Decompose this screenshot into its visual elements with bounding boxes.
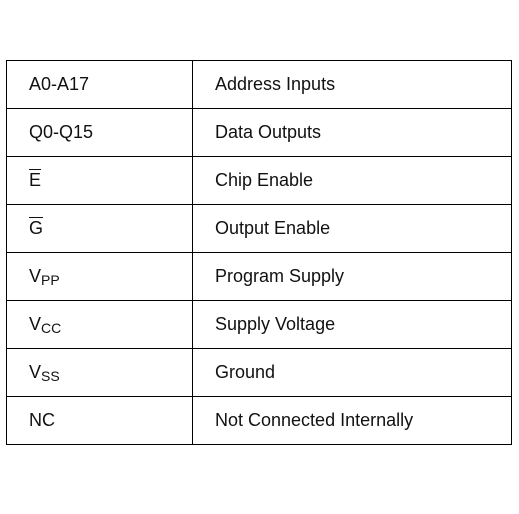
signal-name: V	[29, 314, 42, 334]
signal-description-cell: Address Inputs	[192, 60, 512, 109]
table-row: VCC Supply Voltage	[6, 300, 512, 349]
signal-name-cell: A0-A17	[6, 60, 193, 109]
signal-description: Data Outputs	[215, 122, 322, 142]
signal-description: Address Inputs	[215, 74, 336, 94]
signal-description-cell: Chip Enable	[192, 156, 512, 205]
signal-description-cell: Not Connected Internally	[192, 396, 512, 445]
signal-description-cell: Supply Voltage	[192, 300, 512, 349]
signal-name-subscript: PP	[41, 272, 60, 288]
signal-name-cell: E	[6, 156, 193, 205]
table-row: VPP Program Supply	[6, 252, 512, 301]
signal-names-table: A0-A17 Address Inputs Q0-Q15 Data Output…	[6, 60, 512, 445]
signal-name: A0-A17	[29, 74, 90, 94]
signal-name-overlined: G	[29, 218, 44, 238]
signal-description: Program Supply	[215, 266, 345, 286]
signal-description: Chip Enable	[215, 170, 314, 190]
signal-name: V	[29, 266, 42, 286]
signal-name-cell: VPP	[6, 252, 193, 301]
signal-name-subscript: SS	[41, 368, 60, 384]
table-row: A0-A17 Address Inputs	[6, 60, 512, 109]
signal-name-cell: NC	[6, 396, 193, 445]
signal-name-cell: G	[6, 204, 193, 253]
signal-description-cell: Ground	[192, 348, 512, 397]
signal-description: Ground	[215, 362, 276, 382]
signal-name-overlined: E	[29, 170, 42, 190]
signal-description: Supply Voltage	[215, 314, 336, 334]
signal-name-cell: VCC	[6, 300, 193, 349]
signal-description: Not Connected Internally	[215, 410, 414, 430]
signal-description: Output Enable	[215, 218, 331, 238]
table-row: Q0-Q15 Data Outputs	[6, 108, 512, 157]
signal-name: NC	[29, 410, 55, 430]
table-row: G Output Enable	[6, 204, 512, 253]
table-row: VSS Ground	[6, 348, 512, 397]
signal-name-cell: VSS	[6, 348, 193, 397]
signal-description-cell: Output Enable	[192, 204, 512, 253]
signal-name: Q0-Q15	[29, 122, 94, 142]
table-row: NC Not Connected Internally	[6, 396, 512, 445]
signal-name: V	[29, 362, 42, 382]
signal-description-cell: Program Supply	[192, 252, 512, 301]
signal-description-cell: Data Outputs	[192, 108, 512, 157]
signal-name-subscript: CC	[41, 320, 62, 336]
table-row: E Chip Enable	[6, 156, 512, 205]
signal-name-cell: Q0-Q15	[6, 108, 193, 157]
